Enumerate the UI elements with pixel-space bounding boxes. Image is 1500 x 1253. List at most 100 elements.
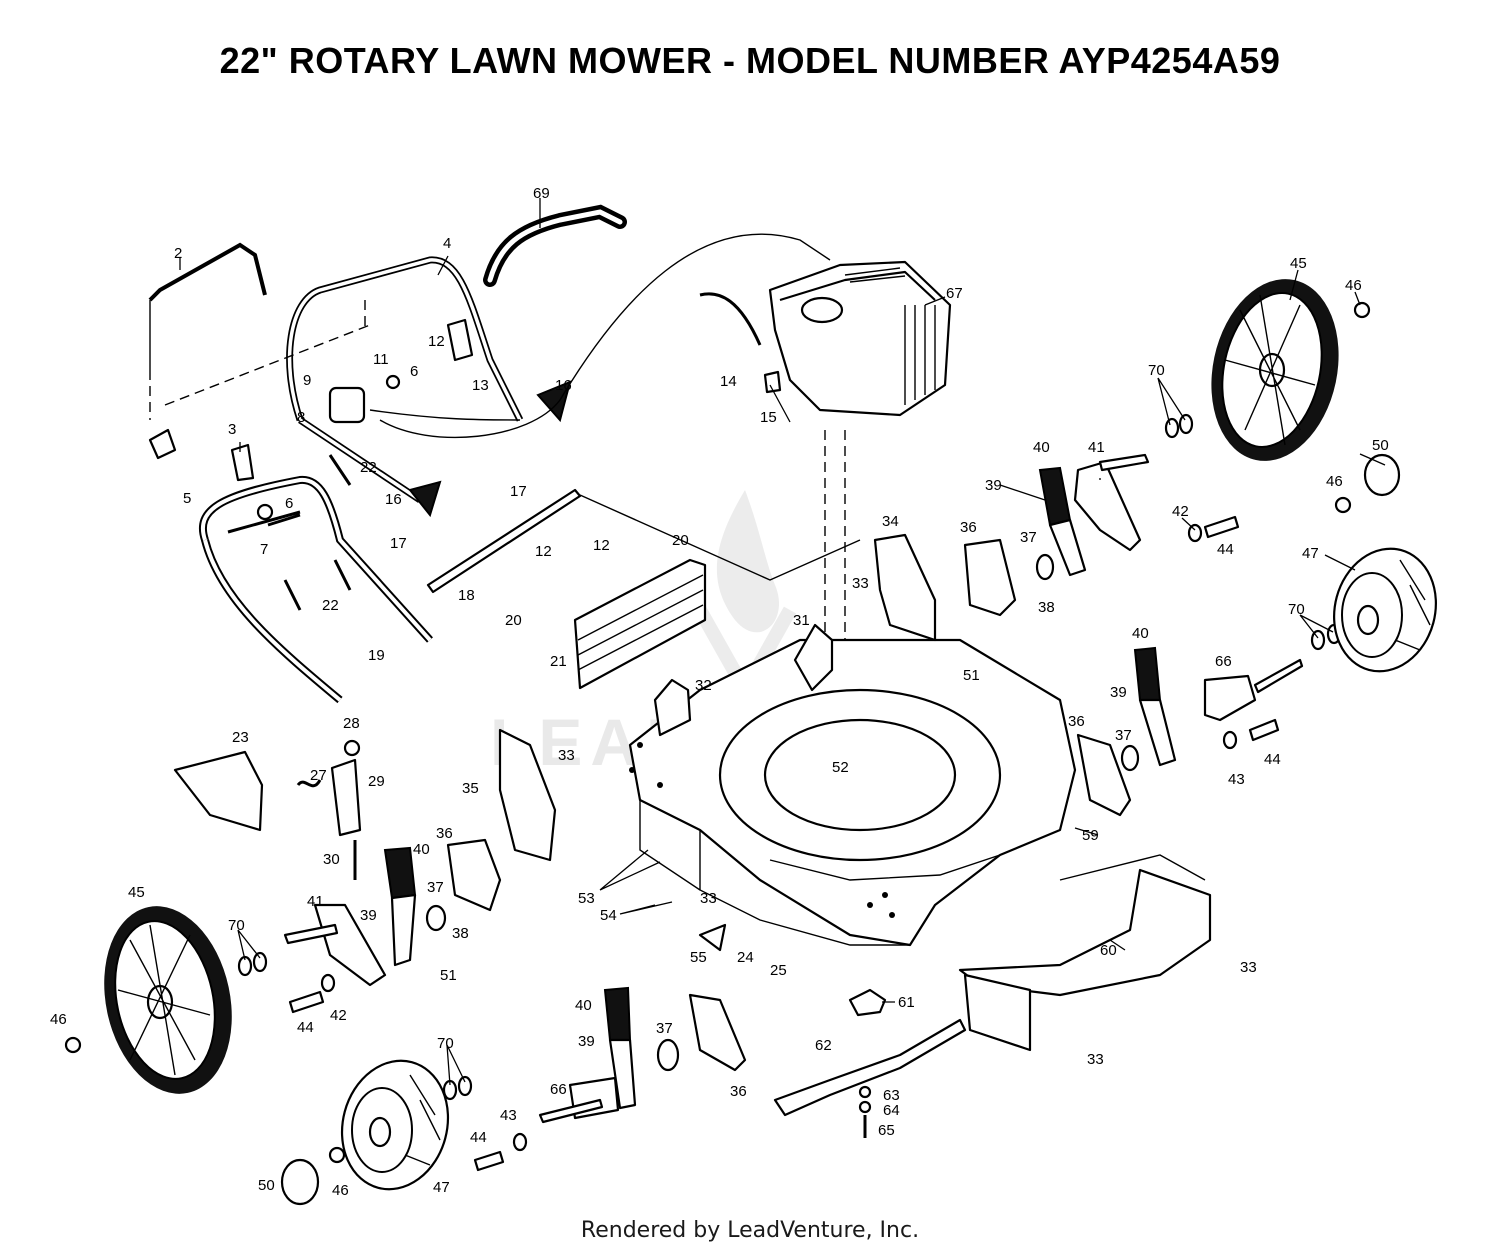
callout-label: 60 bbox=[1100, 942, 1117, 959]
rear-axle-rod-part-18 bbox=[426, 488, 582, 594]
bracket-part-32 bbox=[653, 678, 692, 737]
rear-flap-part-23 bbox=[173, 750, 264, 832]
callout-label: 17 bbox=[390, 535, 407, 552]
callout-label: 45 bbox=[128, 884, 145, 901]
callout-label: 44 bbox=[1264, 751, 1281, 768]
callout-label: 44 bbox=[297, 1019, 314, 1036]
watermark-flame-icon bbox=[716, 490, 780, 633]
axle-shafts bbox=[283, 453, 1304, 1124]
callout-label: 38 bbox=[1038, 599, 1055, 616]
callout-label: 23 bbox=[232, 729, 249, 746]
callout-label: 2 bbox=[174, 245, 182, 262]
callout-label: 51 bbox=[963, 667, 980, 684]
callout-label: 7 bbox=[260, 541, 268, 558]
nuts-46 bbox=[64, 301, 1371, 1164]
callout-label: 70 bbox=[1148, 362, 1165, 379]
callout-label: 46 bbox=[1345, 277, 1362, 294]
cable-clip-parts bbox=[408, 380, 572, 518]
callout-label: 22 bbox=[322, 597, 339, 614]
callout-label: 62 bbox=[815, 1037, 832, 1054]
callout-label: 33 bbox=[700, 890, 717, 907]
callout-label: 33 bbox=[852, 575, 869, 592]
callout-label: 37 bbox=[427, 879, 444, 896]
callout-label: 36 bbox=[960, 519, 977, 536]
callout-label: 32 bbox=[695, 677, 712, 694]
callout-label: 67 bbox=[946, 285, 963, 302]
callout-label: 12 bbox=[593, 537, 610, 554]
handle-bolts bbox=[227, 374, 401, 611]
callout-label: 44 bbox=[470, 1129, 487, 1146]
callout-label: 38 bbox=[452, 925, 469, 942]
callout-label: 47 bbox=[1302, 545, 1319, 562]
hinge-rod-part-29 bbox=[330, 758, 362, 837]
leader-lines bbox=[179, 198, 1386, 1086]
blade-adapter-part-61 bbox=[848, 988, 887, 1017]
callout-label: 47 bbox=[433, 1179, 450, 1196]
callout-label: 69 bbox=[533, 185, 550, 202]
callout-label: 41 bbox=[307, 893, 324, 910]
callout-label: 44 bbox=[1217, 541, 1234, 558]
callout-label: 40 bbox=[575, 997, 592, 1014]
callout-label: 54 bbox=[600, 907, 617, 924]
callout-label: 12 bbox=[428, 333, 445, 350]
callout-label: 50 bbox=[1372, 437, 1389, 454]
diagram-title: 22" ROTARY LAWN MOWER - MODEL NUMBER AYP… bbox=[219, 40, 1281, 81]
callout-label: 36 bbox=[1068, 713, 1085, 730]
callout-label: 64 bbox=[883, 1102, 900, 1119]
callout-label: 46 bbox=[50, 1011, 67, 1028]
bracket-part-31 bbox=[793, 623, 834, 692]
callout-label: 24 bbox=[737, 949, 754, 966]
callout-label: 33 bbox=[1240, 959, 1257, 976]
callout-label: 39 bbox=[578, 1033, 595, 1050]
blade-adapter-bracket bbox=[963, 973, 1032, 1052]
callout-label: 63 bbox=[883, 1087, 900, 1104]
bail-part-2 bbox=[148, 242, 371, 420]
callout-label: 46 bbox=[332, 1182, 349, 1199]
callout-label: 20 bbox=[505, 612, 522, 629]
rendered-by-footer: Rendered by LeadVenture, Inc. bbox=[580, 1218, 920, 1243]
callout-label: 28 bbox=[343, 715, 360, 732]
callout-label: 40 bbox=[1132, 625, 1149, 642]
height-adjust-plate-part-36c bbox=[1076, 733, 1132, 817]
callout-label: 70 bbox=[437, 1035, 454, 1052]
callout-label: 20 bbox=[672, 532, 689, 549]
callout-label: 70 bbox=[1288, 601, 1305, 618]
callout-label: 27 bbox=[310, 767, 327, 784]
callout-label: 8 bbox=[297, 409, 305, 426]
callout-label: 34 bbox=[882, 513, 899, 530]
hubcap-part-50 bbox=[280, 453, 1401, 1206]
callout-label: 29 bbox=[368, 773, 385, 790]
grip-part-69 bbox=[483, 204, 627, 287]
callout-label: 30 bbox=[323, 851, 340, 868]
height-adjust-plate-part-36 bbox=[963, 538, 1017, 617]
deck-outline-line bbox=[579, 494, 861, 581]
callout-label: 33 bbox=[1087, 1051, 1104, 1068]
callout-label: 53 bbox=[578, 890, 595, 907]
callout-label: 61 bbox=[898, 994, 915, 1011]
callout-label: 66 bbox=[1215, 653, 1232, 670]
callout-label: 39 bbox=[985, 477, 1002, 494]
callout-label: 50 bbox=[258, 1177, 275, 1194]
bolts-44 bbox=[288, 515, 1280, 1172]
callout-label: 40 bbox=[413, 841, 430, 858]
mower-deck-part-59 bbox=[628, 638, 1077, 947]
blade-bolt-parts-63-65 bbox=[858, 1085, 872, 1138]
callout-label: 70 bbox=[228, 917, 245, 934]
callout-label: 51 bbox=[440, 967, 457, 984]
callout-label: 37 bbox=[1115, 727, 1132, 744]
upper-handle-part-4 bbox=[286, 256, 524, 503]
callout-label: 21 bbox=[550, 653, 567, 670]
lower-handle-part-5 bbox=[199, 475, 433, 704]
callout-label: 41 bbox=[1088, 439, 1105, 456]
handle-bracket-parts bbox=[148, 318, 474, 482]
callout-label: 22 bbox=[360, 459, 377, 476]
callout-label: 12 bbox=[535, 543, 552, 560]
callout-label: 11 bbox=[373, 351, 389, 368]
rear-wheel-part-45-right bbox=[1211, 279, 1339, 461]
callout-label: 4 bbox=[443, 235, 451, 252]
callout-label: 6 bbox=[410, 363, 418, 380]
callout-label: 37 bbox=[1020, 529, 1037, 546]
callout-label: 52 bbox=[832, 759, 849, 776]
